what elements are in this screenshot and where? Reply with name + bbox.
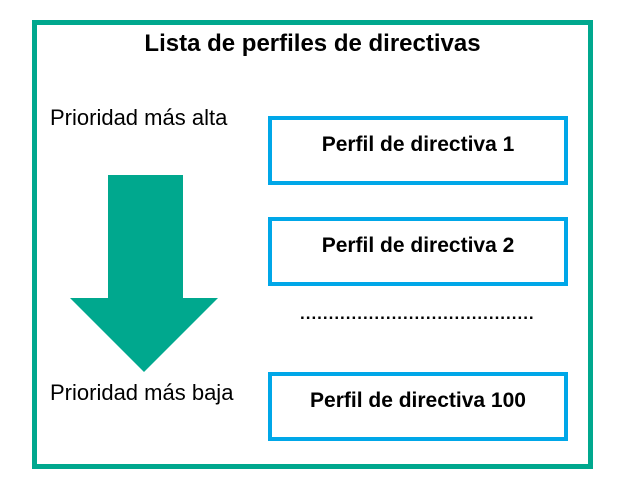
policy-profile-100-label: Perfil de directiva 100: [310, 388, 526, 412]
priority-down-arrow-icon: [70, 175, 218, 372]
policy-profile-1-label: Perfil de directiva 1: [321, 132, 515, 156]
policy-profile-2-label: Perfil de directiva 2: [321, 233, 515, 257]
highest-priority-label: Prioridad más alta: [50, 105, 228, 130]
profiles-ellipsis: ........................................…: [300, 304, 535, 323]
policy-profile-box-1: Perfil de directiva 1: [268, 116, 568, 185]
policy-profile-box-100: Perfil de directiva 100: [268, 372, 568, 441]
lowest-priority-label: Prioridad más baja: [50, 380, 234, 405]
policy-profile-box-2: Perfil de directiva 2: [268, 217, 568, 286]
diagram-title: Lista de perfiles de directivas: [144, 30, 481, 57]
